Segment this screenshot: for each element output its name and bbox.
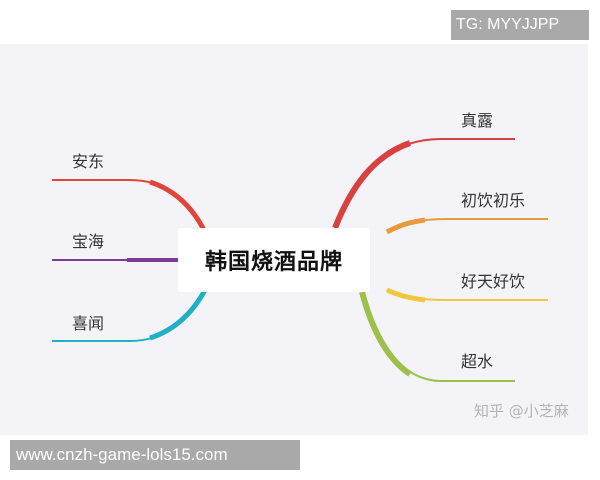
leaf-baohai: 宝海 [72,232,105,251]
watermark-top: TG: MYYJJPP [451,10,589,40]
leaf-chum-churum: 初饮初乐 [461,191,526,210]
branch-line-jinro [334,138,515,229]
leaf-jinro: 真露 [461,111,494,130]
leaf-good-day: 好天好饮 [461,272,526,291]
leaf-andong: 安东 [72,152,105,171]
watermark-bottom: www.cnzh-game-lols15.com [10,440,300,470]
credit-watermark: 知乎 @小芝麻 [474,402,569,420]
leaf-xiwen: 喜闻 [72,314,105,333]
branch-line-andong [52,179,206,233]
leaf-chaoshui: 超水 [461,352,494,371]
center-node: 韩国烧酒品牌 [178,228,370,292]
